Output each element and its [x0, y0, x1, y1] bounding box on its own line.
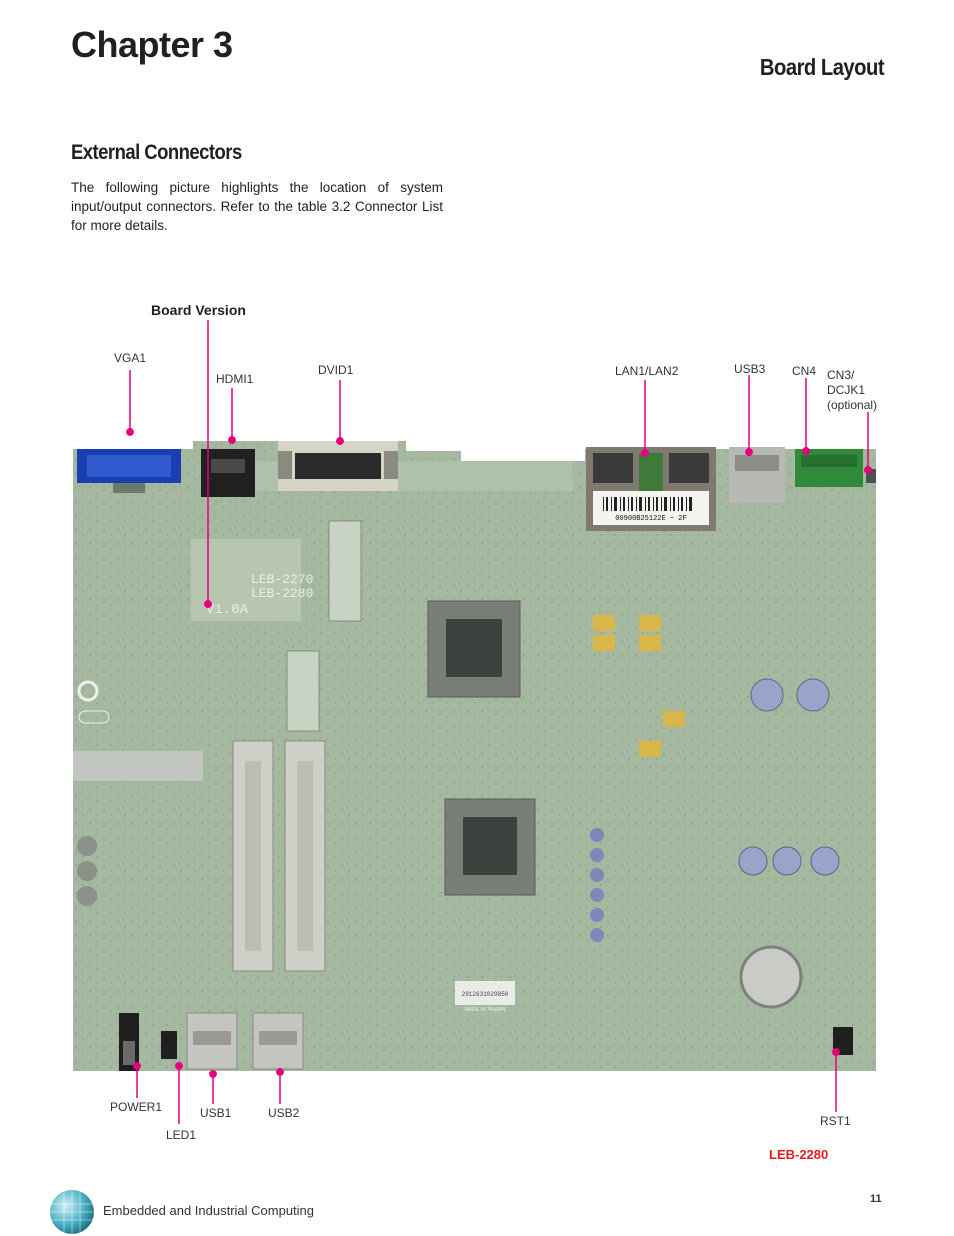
silkscreen-model-2: LEB-2280 — [251, 586, 313, 601]
company-logo-icon — [50, 1190, 94, 1234]
hdmi-connector — [201, 449, 255, 497]
hdmi1-label: HDMI1 — [216, 372, 254, 386]
page-number: 11 — [870, 1193, 882, 1205]
vga1-label: VGA1 — [114, 351, 147, 365]
board-photo: 00900B25122E ~ 2F LEB-2270 LEB-2280 V1.0… — [73, 441, 876, 1071]
lan-label: LAN1/LAN2 — [615, 364, 679, 378]
cn4-connector — [795, 449, 863, 487]
usb3-label: USB3 — [734, 362, 766, 376]
silkscreen-model-1: LEB-2270 — [251, 572, 313, 587]
rst1-label: RST1 — [820, 1114, 851, 1128]
model-label: LEB-2280 — [769, 1147, 829, 1162]
cn4-label: CN4 — [792, 364, 817, 378]
board-version-label: Board Version — [151, 302, 246, 318]
intro-paragraph: The following picture highlights the loc… — [71, 180, 443, 233]
silkscreen-version: V1.0A — [206, 602, 249, 618]
usb1-label: USB1 — [200, 1106, 232, 1120]
made-in-text: MADE IN TAIWAN — [464, 1007, 505, 1013]
lan-barcode-text: 00900B25122E ~ 2F — [615, 515, 686, 523]
led1-label: LED1 — [166, 1128, 197, 1142]
dvid1-label: DVID1 — [318, 363, 354, 377]
cn3-label-line3: (optional) — [827, 398, 878, 412]
usb2-connector — [252, 1012, 304, 1070]
subsection-title: External Connectors — [71, 141, 242, 164]
chapter-heading: Chapter 3 — [71, 24, 233, 65]
rst1-switch — [833, 1027, 853, 1055]
bottom-barcode-text: 2912631029850 — [462, 991, 509, 998]
led1-connector — [161, 1031, 177, 1059]
usb3-connector — [729, 447, 785, 503]
dvi-connector — [278, 441, 398, 491]
usb2-label: USB2 — [268, 1106, 300, 1120]
section-title: Board Layout — [759, 54, 885, 80]
power1-label: POWER1 — [110, 1100, 163, 1114]
vga-connector — [77, 449, 181, 493]
footer-company: Embedded and Industrial Computing — [103, 1203, 315, 1218]
power1-connector — [119, 1013, 139, 1071]
cn3-label-line2: DCJK1 — [827, 383, 866, 397]
cn3-label-line1: CN3/ — [827, 368, 855, 382]
lan-connector: 00900B25122E ~ 2F — [586, 447, 716, 531]
usb1-connector — [186, 1012, 238, 1070]
dimm-slots — [232, 740, 326, 972]
